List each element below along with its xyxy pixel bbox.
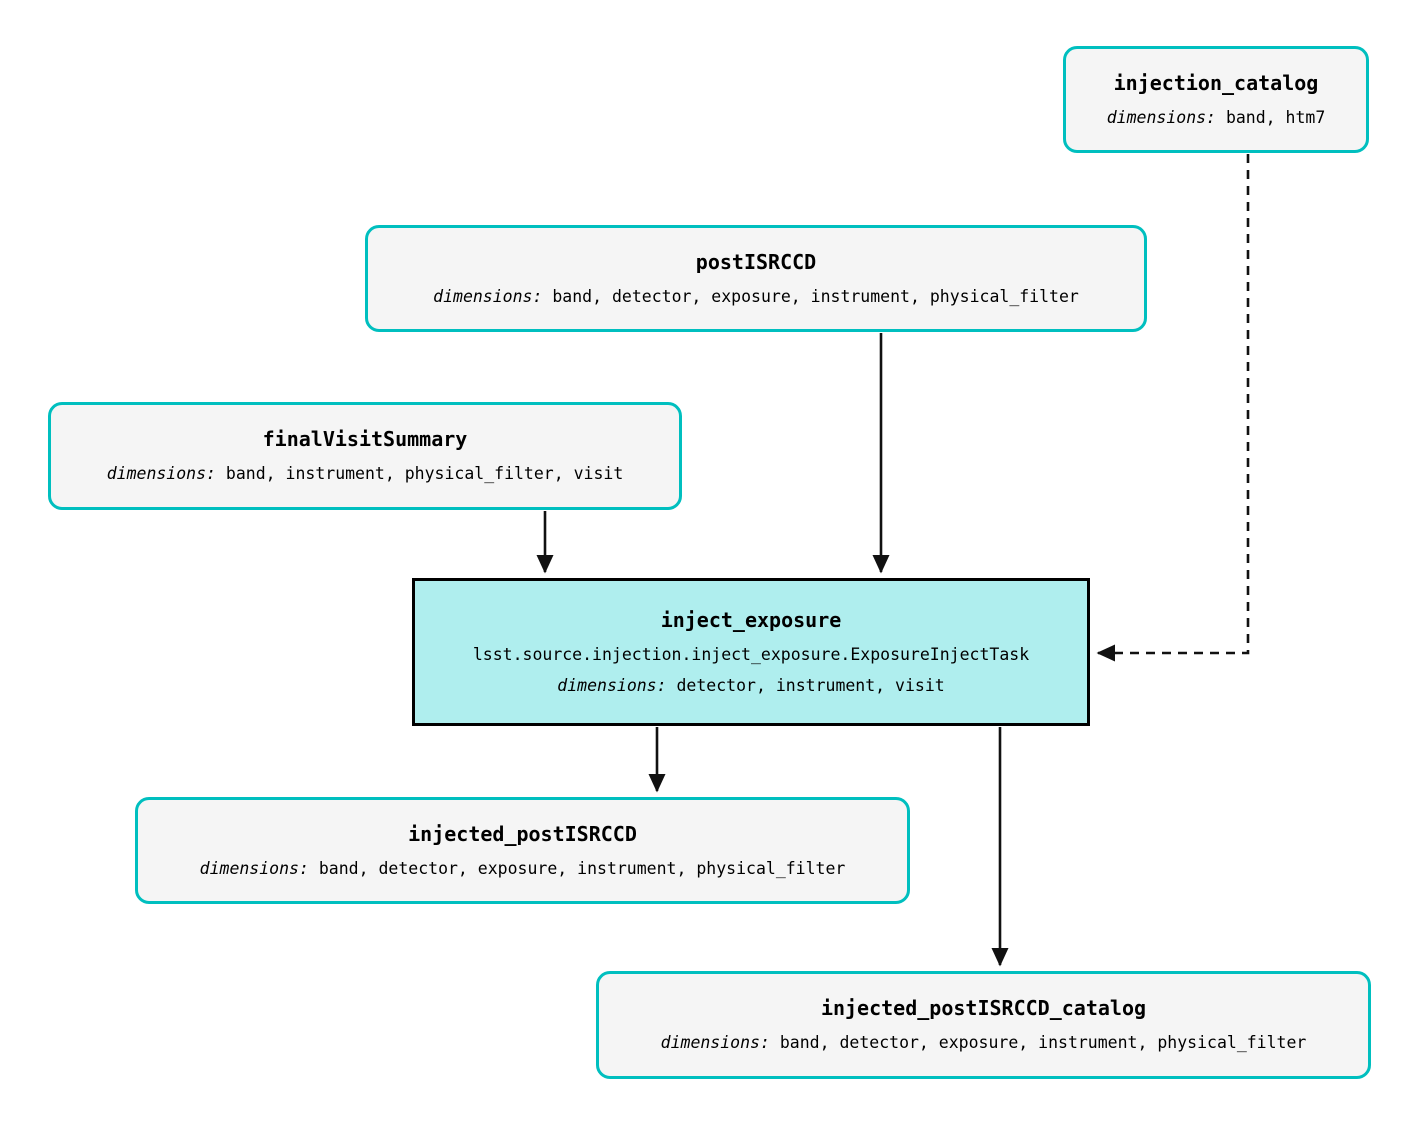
dimensions-value: band, htm7 [1225,107,1326,127]
node-dimensions: dimensions: detector, instrument, visit [557,675,944,696]
dimensions-label: dimensions: [433,286,543,306]
node-injected-postisrccd-catalog[interactable]: injected_postISRCCD_catalog dimensions: … [596,971,1371,1079]
node-finalvisitsummary[interactable]: finalVisitSummary dimensions: band, inst… [48,402,682,510]
node-title: postISRCCD [695,249,817,274]
node-injection-catalog[interactable]: injection_catalog dimensions: band, htm7 [1063,46,1369,153]
dimensions-value: band, instrument, physical_filter, visit [225,464,624,484]
dimensions-label: dimensions: [660,1033,770,1053]
node-dimensions: dimensions: band, htm7 [1107,107,1326,128]
node-dimensions: dimensions: band, detector, exposure, in… [200,858,846,879]
dimensions-value: band, detector, exposure, instrument, ph… [552,286,1079,306]
node-title: finalVisitSummary [262,427,468,452]
dimensions-label: dimensions: [557,675,667,695]
dimensions-value: band, detector, exposure, instrument, ph… [779,1033,1307,1053]
node-title: injection_catalog [1113,70,1319,95]
node-dimensions: dimensions: band, detector, exposure, in… [433,286,1079,307]
node-class-path: lsst.source.injection.inject_exposure.Ex… [472,645,1030,665]
dimensions-label: dimensions: [1106,107,1216,127]
dimensions-value: detector, instrument, visit [676,675,945,695]
node-dimensions: dimensions: band, instrument, physical_f… [107,463,624,484]
dimensions-label: dimensions: [199,858,309,878]
node-title: inject_exposure [660,608,842,633]
node-title: injected_postISRCCD [408,821,637,846]
node-postisrccd[interactable]: postISRCCD dimensions: band, detector, e… [365,225,1147,332]
dimensions-value: band, detector, exposure, instrument, ph… [318,858,846,878]
node-dimensions: dimensions: band, detector, exposure, in… [661,1032,1307,1053]
node-title: injected_postISRCCD_catalog [820,996,1147,1021]
node-inject-exposure[interactable]: inject_exposure lsst.source.injection.in… [412,578,1090,726]
dimensions-label: dimensions: [106,464,216,484]
node-injected-postisrccd[interactable]: injected_postISRCCD dimensions: band, de… [135,797,910,904]
